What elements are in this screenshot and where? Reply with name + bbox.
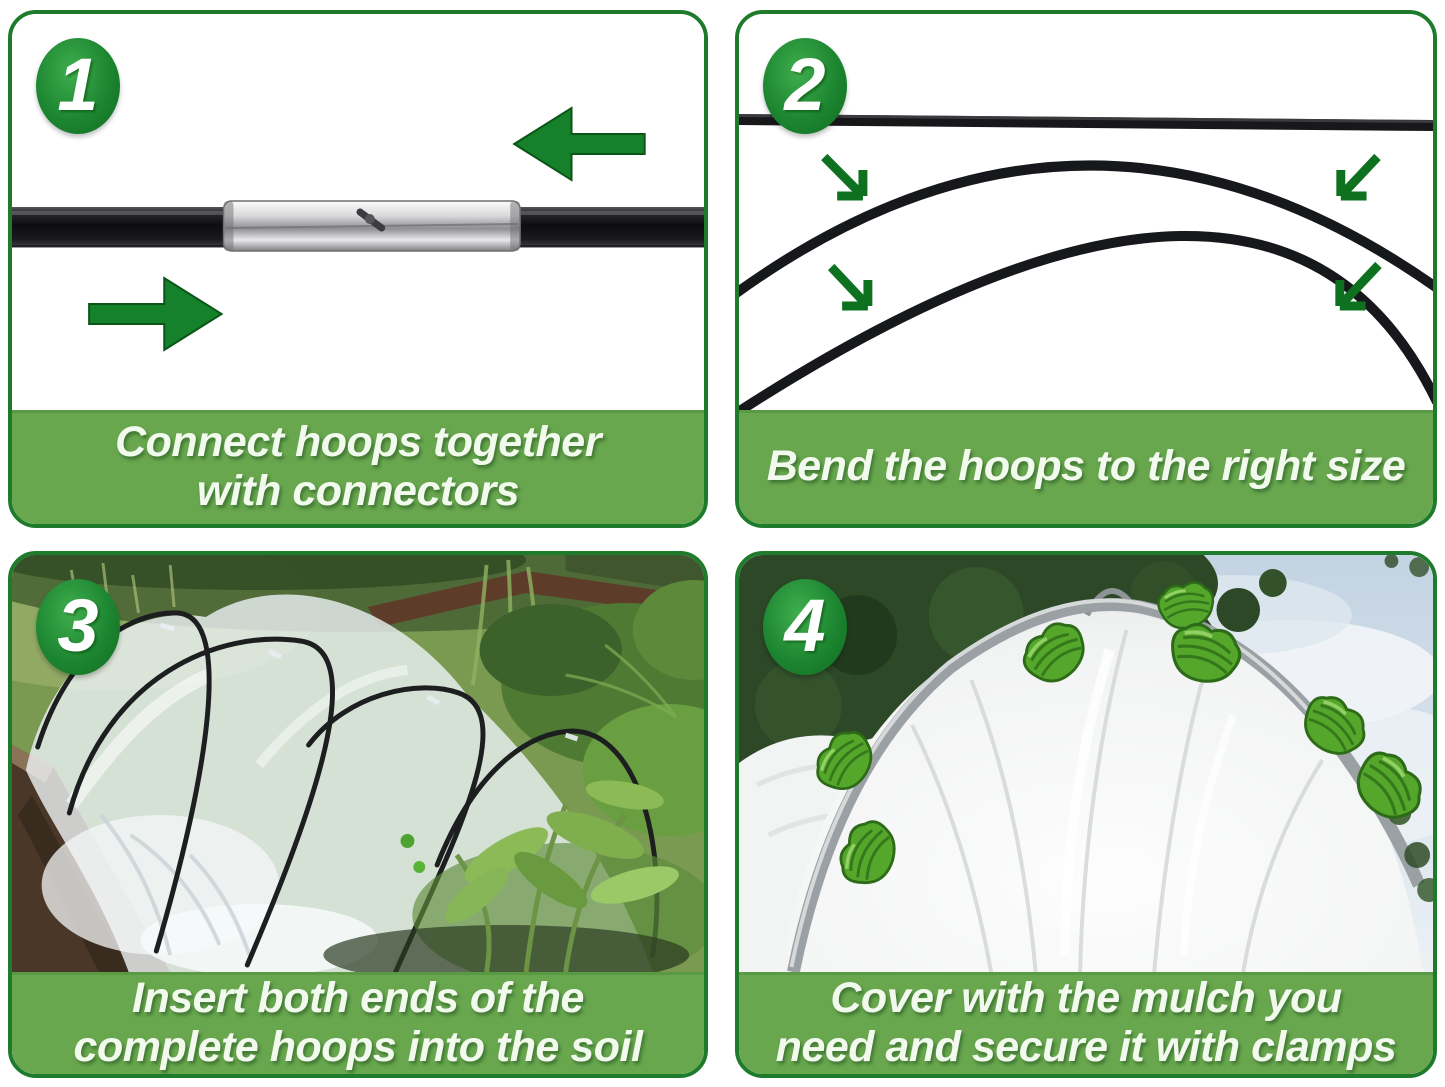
- right-arrow-icon: [88, 276, 224, 352]
- bent-hoop-upper: [739, 160, 1433, 298]
- bent-hoop-lower: [739, 230, 1433, 410]
- bend-hoops-diagram: [739, 114, 1433, 410]
- step-3-number-badge: 3: [36, 579, 120, 675]
- step-2-number-badge: 2: [763, 38, 847, 134]
- step-4-caption: Cover with the mulch you need and secure…: [739, 972, 1433, 1074]
- fabric-dome: [778, 601, 1424, 972]
- straight-pole: [739, 114, 1433, 131]
- caption-line: Bend the hoops to the right size: [766, 442, 1406, 491]
- hoop-connector-diagram: [12, 106, 704, 352]
- down-left-arrow-icon: [1335, 261, 1382, 311]
- metal-connector: [222, 200, 521, 252]
- step-1-caption: Connect hoops together with connectors: [12, 410, 704, 524]
- step-2-panel: 2: [735, 10, 1437, 528]
- step-2-number: 2: [784, 42, 826, 126]
- hoop-section-joints: [159, 622, 579, 873]
- down-left-arrow-icon: [1336, 153, 1381, 201]
- step-4-number: 4: [784, 583, 826, 667]
- step-3-number: 3: [57, 583, 99, 667]
- step-4-photo: 4: [739, 555, 1433, 972]
- caption-line: Cover with the mulch you: [830, 973, 1342, 1022]
- caption-line: complete hoops into the soil: [73, 1023, 643, 1071]
- caption-line: with connectors: [196, 467, 520, 515]
- caption-line: Insert both ends of the: [132, 973, 584, 1022]
- step-1-number-badge: 1: [36, 38, 120, 134]
- down-right-arrow-icon: [827, 263, 873, 311]
- step-2-caption: Bend the hoops to the right size: [739, 410, 1433, 524]
- caption-line: Connect hoops together: [115, 417, 601, 466]
- step-1-panel: 1: [8, 10, 708, 528]
- down-right-arrow-icon: [821, 153, 868, 201]
- foreground-plants: [323, 780, 704, 972]
- caption-line: need and secure it with clamps: [775, 1023, 1397, 1071]
- step-1-number: 1: [57, 42, 99, 126]
- step-3-panel: 3: [8, 551, 708, 1078]
- mulch-cover-clamps-photo: [739, 555, 1433, 972]
- left-arrow-icon: [512, 106, 646, 182]
- step-3-photo: 3: [12, 555, 704, 972]
- step-1-illustration: 1: [12, 14, 704, 410]
- step-2-illustration: 2: [739, 14, 1433, 410]
- step-3-caption: Insert both ends of the complete hoops i…: [12, 972, 704, 1074]
- step-4-number-badge: 4: [763, 579, 847, 675]
- step-4-panel: 4: [735, 551, 1437, 1078]
